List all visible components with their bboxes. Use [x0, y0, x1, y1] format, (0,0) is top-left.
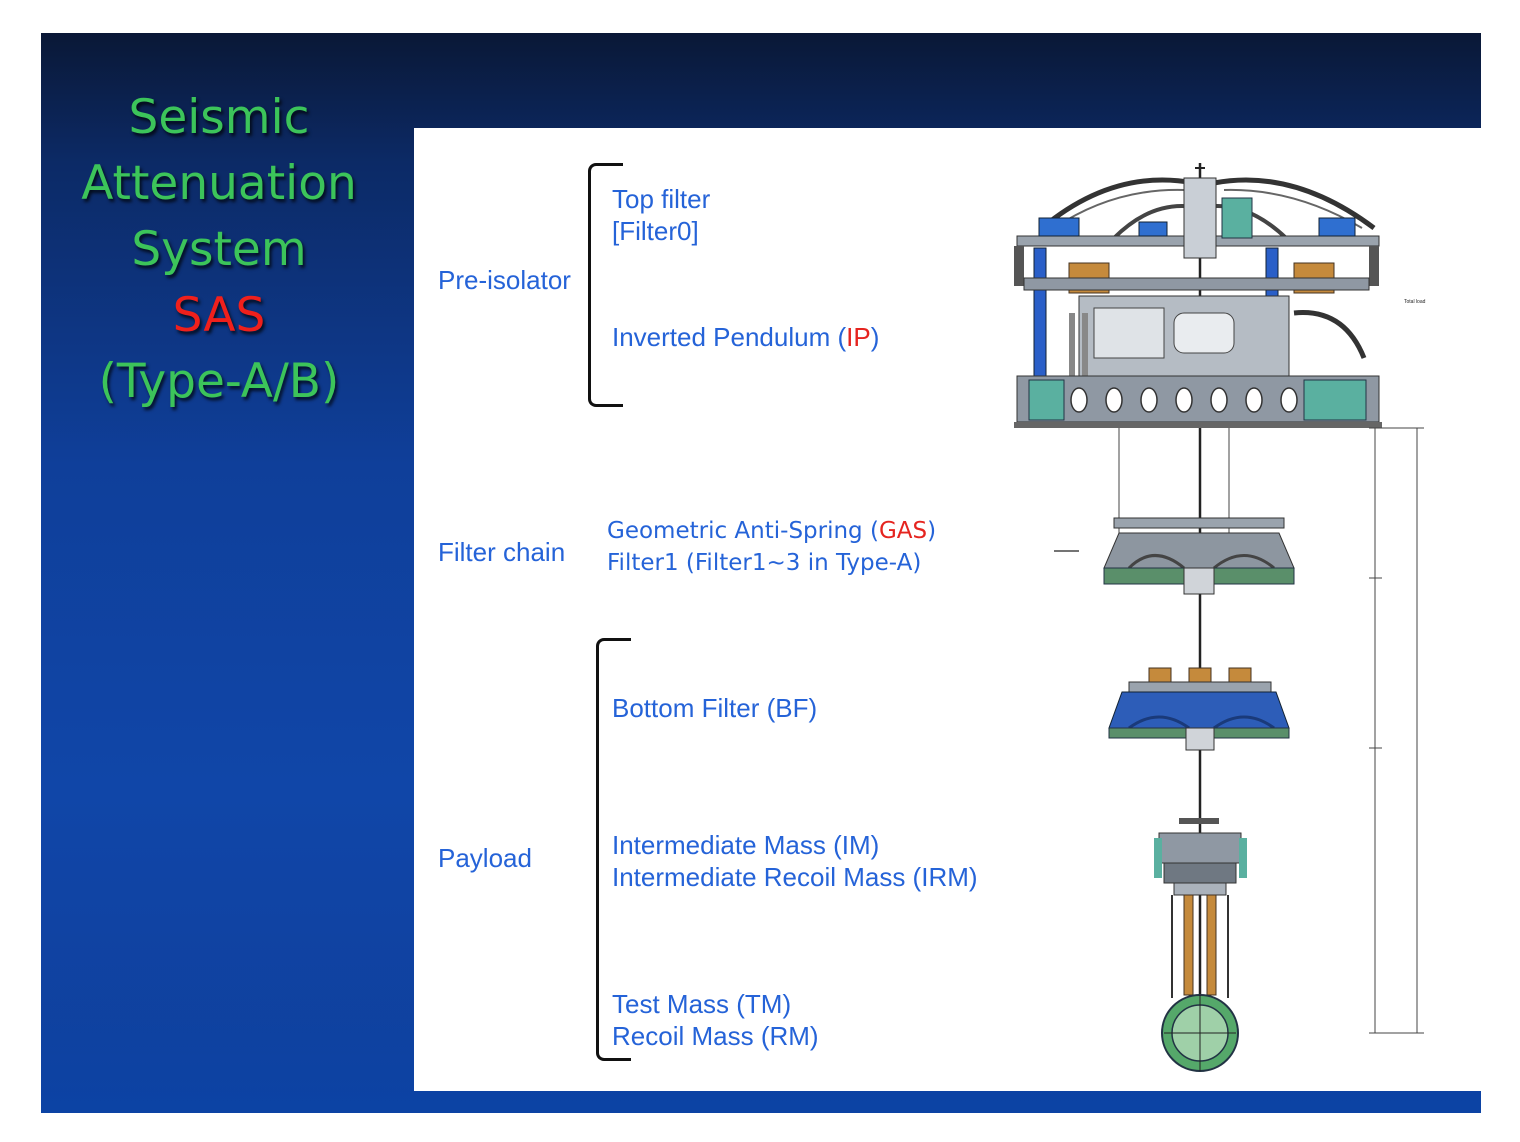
inverted-pendulum-drawing: Total load	[1014, 295, 1426, 428]
gas-suffix: )	[927, 518, 937, 544]
top-filter-drawing	[1014, 177, 1380, 419]
group-label-filter-chain: Filter chain	[438, 537, 566, 567]
ip-abbr: IP	[846, 322, 871, 352]
payload-bracket	[596, 638, 631, 1061]
test-mass-drawing	[1161, 894, 1239, 1072]
slide-title: Seismic Attenuation System SAS (Type-A/B…	[41, 85, 397, 415]
gas-abbr: GAS	[878, 518, 928, 544]
group-label-preisolator: Pre-isolator	[438, 265, 571, 295]
label-filter0: [Filter0]	[612, 216, 699, 246]
diagram-panel: Total load	[414, 128, 1481, 1091]
label-bottom-filter: Bottom Filter (BF)	[612, 693, 818, 723]
label-inverted-pendulum: Inverted Pendulum (IP)	[612, 321, 879, 353]
label-intermediate-recoil-mass: Intermediate Recoil Mass (IRM)	[612, 862, 978, 892]
label-test-mass: Test Mass (TM)	[612, 989, 792, 1019]
slide-background: Seismic Attenuation System SAS (Type-A/B…	[41, 33, 1481, 1113]
intermediate-mass-drawing	[1154, 818, 1247, 896]
sas-engineering-drawing: Total load	[1014, 163, 1426, 1072]
ip-prefix: Inverted Pendulum (	[612, 322, 847, 352]
title-line-sas: SAS	[172, 288, 266, 343]
label-filter1: Filter1 (Filter1~3 in Type-A)	[607, 550, 922, 576]
group-label-payload: Payload	[438, 843, 532, 873]
title-line-type: (Type-A/B)	[98, 354, 340, 409]
label-intermediate-mass: Intermediate Mass (IM)	[612, 830, 880, 860]
gas-prefix: Geometric Anti-Spring (	[607, 518, 879, 544]
label-gas: Geometric Anti-Spring (GAS)	[607, 515, 936, 547]
preisolator-bracket	[588, 163, 623, 407]
label-recoil-mass: Recoil Mass (RM)	[612, 1021, 819, 1051]
bottom-filter-drawing	[1108, 667, 1290, 751]
ip-suffix: )	[870, 322, 880, 352]
total-load-note-top: Total load	[1404, 299, 1426, 305]
title-line-system: System	[131, 222, 307, 277]
title-line-seismic: Seismic	[128, 90, 310, 145]
title-line-attenuation: Attenuation	[81, 156, 357, 211]
filter1-drawing	[1054, 517, 1295, 595]
label-top-filter: Top filter	[612, 184, 711, 214]
